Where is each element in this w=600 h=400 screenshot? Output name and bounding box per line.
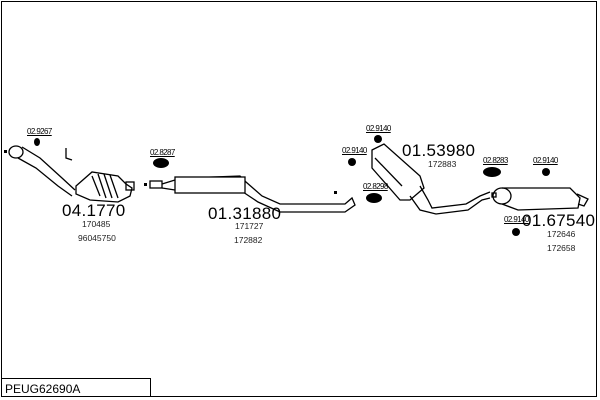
part-number: 04.1770 bbox=[62, 201, 126, 220]
part-number: 01.67540 bbox=[522, 211, 596, 230]
diagram-code: PEUG62690A bbox=[5, 382, 81, 396]
fitting-ref: 02.9140 bbox=[366, 124, 391, 133]
clamp-02-8287 bbox=[153, 158, 169, 168]
part-number: 01.31880 bbox=[208, 204, 282, 223]
part-ref: 170485 bbox=[82, 219, 111, 229]
middle-silencer-drawing bbox=[371, 143, 491, 215]
part-ref: 172646 bbox=[547, 229, 576, 239]
part-ref: 96045750 bbox=[78, 233, 116, 243]
fitting-ref: 02.8298 bbox=[363, 182, 388, 191]
fitting-ref: 02.9140 bbox=[533, 156, 558, 165]
fitting-ref: 02.8283 bbox=[483, 156, 508, 165]
rear-silencer-drawing bbox=[491, 187, 589, 211]
fitting-ref: 02.9267 bbox=[27, 127, 52, 136]
part-ref: 171727 bbox=[235, 221, 264, 231]
catalytic-converter-drawing bbox=[8, 145, 135, 203]
part-number: 01.53980 bbox=[402, 141, 476, 160]
part-ref: 172882 bbox=[234, 235, 263, 245]
center-pipe-drawing bbox=[149, 175, 356, 213]
part-ref: 172883 bbox=[428, 159, 457, 169]
fitting-ref: 02.8287 bbox=[150, 148, 175, 157]
fitting-ref: 02.9140 bbox=[342, 146, 367, 155]
diagram-code-box: PEUG62690A bbox=[1, 378, 151, 397]
part-ref: 172658 bbox=[547, 243, 576, 253]
fitting-ref: 02.9140 bbox=[504, 215, 529, 224]
